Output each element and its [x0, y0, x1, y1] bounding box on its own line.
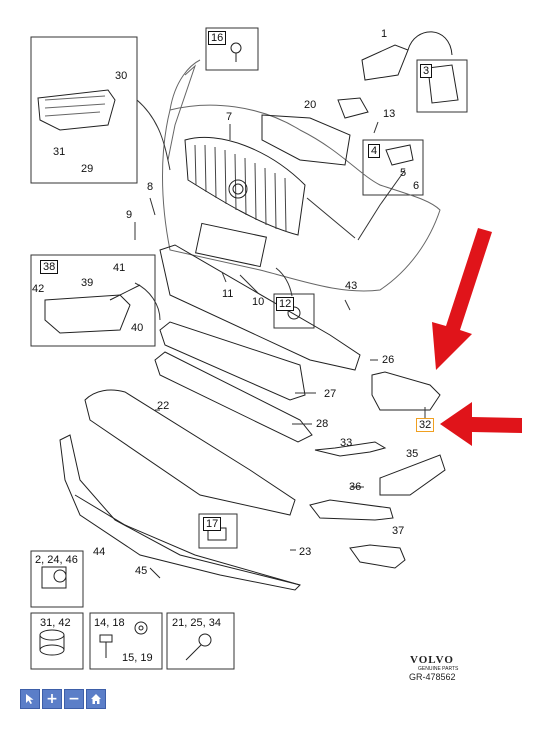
callout-17: 17 — [203, 517, 222, 531]
callout-37: 37 — [392, 525, 405, 537]
zoom-out-button[interactable]: − — [64, 689, 84, 709]
callout-7: 7 — [226, 111, 233, 123]
callout-16: 16 — [208, 31, 227, 45]
callout-20: 20 — [304, 99, 317, 111]
part-3-clip — [427, 64, 459, 104]
red-arrow-down — [432, 228, 492, 370]
callout-13: 13 — [383, 108, 396, 120]
callout-41: 41 — [113, 262, 126, 274]
callout-31: 31 — [53, 146, 66, 158]
grille — [184, 136, 306, 236]
hardware-box-c-top-label: 14, 18 — [94, 617, 125, 629]
callout-29: 29 — [81, 163, 94, 175]
part-27 — [159, 321, 306, 401]
home-icon — [91, 694, 101, 704]
callout-27: 27 — [324, 388, 337, 400]
cursor-icon — [26, 694, 34, 704]
callout-32: 32 — [416, 418, 435, 432]
part-4-bracket — [385, 144, 414, 166]
plus-icon: + — [46, 691, 58, 707]
callout-12: 12 — [276, 297, 295, 311]
hardware-box-a — [30, 550, 84, 608]
callout-26: 26 — [382, 354, 395, 366]
home-button[interactable] — [86, 689, 106, 709]
callout-33: 33 — [340, 437, 353, 449]
brand-name: VOLVO — [410, 654, 454, 666]
callout-43: 43 — [345, 280, 358, 292]
zoom-in-button[interactable]: + — [42, 689, 62, 709]
part-20 — [261, 114, 351, 166]
part-37 — [349, 544, 406, 569]
callout-40: 40 — [131, 322, 144, 334]
callout-9: 9 — [126, 209, 133, 221]
reference-number: GR-478562 — [409, 672, 456, 682]
callout-10: 10 — [252, 296, 265, 308]
part-36 — [309, 499, 394, 521]
hardware-box-d — [166, 612, 235, 670]
callout-45: 45 — [135, 565, 148, 577]
part-1 — [361, 44, 409, 81]
part-32 — [371, 371, 441, 411]
callout-8: 8 — [147, 181, 154, 193]
part-22 — [84, 389, 296, 516]
part-33 — [314, 441, 387, 457]
inset-box-29 — [30, 36, 138, 184]
callout-44: 44 — [93, 546, 106, 558]
hardware-box-d-label: 21, 25, 34 — [172, 617, 221, 629]
hardware-box-c-bottom-label: 15, 19 — [122, 652, 153, 664]
callout-4: 4 — [368, 144, 381, 158]
callout-23: 23 — [299, 546, 312, 558]
callout-30: 30 — [115, 70, 128, 82]
callout-11: 11 — [222, 288, 234, 300]
callout-39: 39 — [81, 277, 94, 289]
part-26 — [159, 244, 361, 371]
part-44 — [59, 434, 301, 591]
hardware-box-b-label: 31, 42 — [40, 617, 71, 629]
cursor-button[interactable] — [20, 689, 40, 709]
license-plate-holder — [195, 222, 267, 268]
zoom-toolbar: + − — [20, 689, 106, 709]
callout-5: 5 — [400, 167, 407, 179]
callout-38: 38 — [40, 260, 59, 274]
part-29-vent — [37, 89, 116, 131]
callout-6: 6 — [413, 180, 420, 192]
callout-1: 1 — [381, 28, 388, 40]
callout-35: 35 — [406, 448, 419, 460]
callout-28: 28 — [316, 418, 329, 430]
part-28 — [154, 351, 313, 443]
callout-36: 36 — [349, 481, 362, 493]
callout-22: 22 — [157, 400, 170, 412]
bumper-cover — [162, 104, 441, 292]
hardware-box-c — [89, 612, 163, 670]
brand-subtitle: GENUINE PARTS — [418, 666, 459, 672]
red-arrow-left — [440, 402, 522, 446]
minus-icon: − — [68, 691, 80, 707]
part-13 — [337, 97, 369, 119]
part-35 — [379, 454, 446, 496]
callout-3: 3 — [420, 64, 433, 78]
hardware-box-a-label: 2, 24, 46 — [35, 554, 78, 566]
callout-42: 42 — [32, 283, 45, 295]
